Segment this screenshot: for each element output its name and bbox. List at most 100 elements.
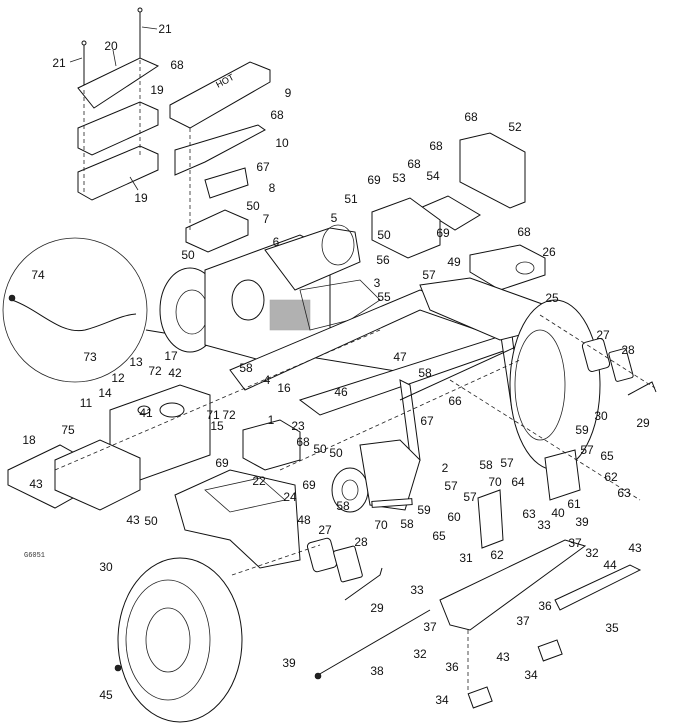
- bracket-61: [544, 449, 581, 501]
- callout-71: 71: [206, 408, 220, 422]
- bracket-51-49: [371, 197, 441, 259]
- callout-43: 43: [628, 541, 642, 555]
- callout-68: 68: [464, 110, 478, 124]
- callout-37: 37: [423, 620, 437, 634]
- callout-61: 61: [567, 497, 581, 511]
- callout-72: 72: [148, 364, 162, 378]
- callout-18: 18: [22, 433, 36, 447]
- callout-37: 37: [516, 614, 530, 628]
- bolt-21-left: [69, 40, 87, 90]
- callout-42: 42: [168, 366, 182, 380]
- callout-72: 72: [222, 408, 236, 422]
- callout-69: 69: [367, 173, 381, 187]
- callout-26: 26: [542, 245, 556, 259]
- callout-4: 4: [263, 373, 271, 387]
- callout-28: 28: [621, 343, 635, 357]
- callout-3: 3: [373, 276, 381, 290]
- callout-59: 59: [417, 503, 431, 517]
- callout-34: 34: [435, 693, 449, 707]
- rail-35: [554, 564, 642, 611]
- callout-57: 57: [463, 490, 477, 504]
- fender-24: [174, 469, 301, 569]
- callout-75: 75: [61, 423, 75, 437]
- callout-62: 62: [604, 470, 618, 484]
- callout-58: 58: [400, 517, 414, 531]
- hydro-pump: [331, 439, 421, 513]
- weight-bracket-20: [77, 49, 160, 109]
- callout-64: 64: [511, 475, 525, 489]
- callout-5: 5: [330, 211, 338, 225]
- callout-16: 16: [277, 381, 291, 395]
- shield-9: HOT: [169, 61, 271, 129]
- callout-33: 33: [537, 518, 551, 532]
- callout-27: 27: [596, 328, 610, 342]
- callout-29: 29: [636, 416, 650, 430]
- callout-32: 32: [585, 546, 599, 560]
- callout-35: 35: [605, 621, 619, 635]
- callout-50: 50: [329, 446, 343, 460]
- callout-20: 20: [104, 39, 118, 53]
- callout-38: 38: [370, 664, 384, 678]
- callout-31: 31: [459, 551, 473, 565]
- callout-36: 36: [445, 660, 459, 674]
- pad-34: [467, 639, 563, 709]
- callout-53: 53: [392, 171, 406, 185]
- callout-32: 32: [413, 647, 427, 661]
- callout-1: 1: [267, 413, 275, 427]
- callout-73: 73: [83, 350, 97, 364]
- callout-68: 68: [170, 58, 184, 72]
- callout-19: 19: [150, 83, 164, 97]
- callout-68: 68: [429, 139, 443, 153]
- callout-69: 69: [215, 456, 229, 470]
- callout-58: 58: [479, 458, 493, 472]
- callout-65: 65: [432, 529, 446, 543]
- callout-58: 58: [239, 361, 253, 375]
- callout-69: 69: [436, 226, 450, 240]
- callout-30: 30: [99, 560, 113, 574]
- callout-41: 41: [139, 406, 153, 420]
- callout-48: 48: [297, 513, 311, 527]
- callout-57: 57: [500, 456, 514, 470]
- callout-56: 56: [376, 253, 390, 267]
- callout-21: 21: [158, 22, 172, 36]
- seat-support-52: [418, 132, 526, 231]
- console-26: [469, 244, 546, 291]
- callout-67: 67: [256, 160, 270, 174]
- bolt-21-right: [137, 7, 158, 60]
- callout-66: 66: [448, 394, 462, 408]
- callout-50: 50: [181, 248, 195, 262]
- callout-51: 51: [344, 192, 358, 206]
- callout-57: 57: [444, 479, 458, 493]
- callout-39: 39: [575, 515, 589, 529]
- callout-11: 11: [79, 396, 93, 410]
- figure-code: G6051: [24, 552, 46, 560]
- callout-8: 8: [268, 181, 276, 195]
- callout-45: 45: [99, 688, 113, 702]
- callout-70: 70: [488, 475, 502, 489]
- callout-69: 69: [302, 478, 316, 492]
- callout-14: 14: [98, 386, 112, 400]
- callout-37: 37: [568, 536, 582, 550]
- callout-22: 22: [252, 474, 266, 488]
- callout-50: 50: [313, 442, 327, 456]
- callout-46: 46: [334, 385, 348, 399]
- callout-24: 24: [283, 490, 297, 504]
- callout-52: 52: [508, 120, 522, 134]
- callout-59: 59: [575, 423, 589, 437]
- callout-50: 50: [377, 228, 391, 242]
- callout-25: 25: [545, 291, 559, 305]
- callout-44: 44: [603, 558, 617, 572]
- rod-38: [314, 609, 431, 680]
- footrest-31: [439, 539, 587, 631]
- callout-17: 17: [164, 349, 178, 363]
- callout-6: 6: [272, 235, 280, 249]
- callout-68: 68: [517, 225, 531, 239]
- callout-28: 28: [354, 535, 368, 549]
- callout-60: 60: [447, 510, 461, 524]
- callout-43: 43: [29, 477, 43, 491]
- callout-62: 62: [490, 548, 504, 562]
- callout-58: 58: [336, 499, 350, 513]
- callout-39: 39: [282, 656, 296, 670]
- light-27-left: [306, 537, 383, 601]
